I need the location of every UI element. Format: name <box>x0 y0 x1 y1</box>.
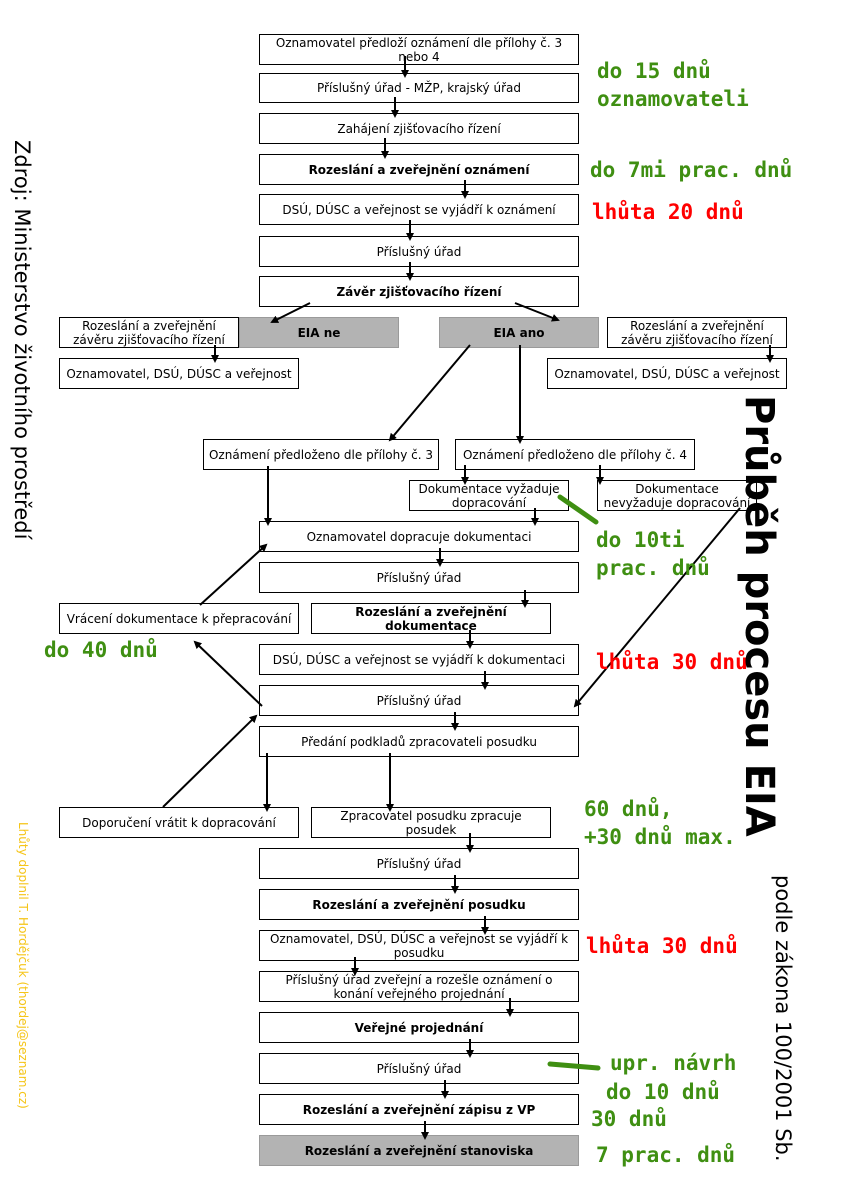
step-authority-2: Příslušný úřad <box>259 236 579 267</box>
left-notify-parties: Oznamovatel, DSÚ, DÚSC a veřejnost <box>59 358 299 389</box>
left-publish-conclusion: Rozeslání a zveřejnění závěru zjišťovací… <box>59 317 239 348</box>
publish-review: Rozeslání a zveřejnění posudku <box>259 889 579 920</box>
return-doc-for-rework: Vrácení dokumentace k přepracování <box>59 603 299 634</box>
comment-documentation: DSÚ, DÚSC a veřejnost se vyjádří k dokum… <box>259 644 579 675</box>
deadline-30-days-doc: lhůta 30 dnů <box>596 650 748 674</box>
deadline-draft-10-days: do 10 dnů <box>606 1080 720 1104</box>
comment-review: Oznamovatel, DSÚ, DÚSC a veřejnost se vy… <box>259 930 579 961</box>
annex3-submitted: Oznámení předloženo dle přílohy č. 3 <box>203 439 439 470</box>
public-hearing: Veřejné projednání <box>259 1012 579 1043</box>
deadline-15-days: do 15 dnů <box>597 59 711 83</box>
step-comment-notification: DSÚ, DÚSC a veřejnost se vyjádří k oznám… <box>259 194 579 225</box>
diagram-title: Průběh procesu EIA <box>736 395 782 837</box>
deadline-draft: upr. návrh <box>610 1051 737 1075</box>
publish-opinion: Rozeslání a zveřejnění stanoviska <box>259 1135 579 1166</box>
deadline-60-days: 60 dnů, <box>584 797 673 821</box>
doc-no-rework: Dokumentace nevyžaduje dopracování <box>597 480 757 511</box>
deadline-10-workdays-a: do 10ti <box>596 528 685 552</box>
step-authority-4: Příslušný úřad <box>259 685 579 716</box>
step-submit-notification: Oznamovatel předloží oznámení dle příloh… <box>259 34 579 65</box>
deadline-10-workdays-b: prac. dnů <box>596 556 710 580</box>
deadline-plus-30-days: +30 dnů max. <box>584 825 736 849</box>
step-authority-3: Příslušný úřad <box>259 562 579 593</box>
credit-label: Lhůty doplnil T. Hordějčuk (thordej@sezn… <box>16 822 30 1109</box>
deadline-15-days-recipient: oznamovateli <box>597 87 749 111</box>
diagram-subtitle: podle zákona 100/2001 Sb. <box>771 875 795 1162</box>
handover-to-evaluator: Předání podkladů zpracovateli posudku <box>259 726 579 757</box>
deadline-20-days: lhůta 20 dnů <box>592 200 744 224</box>
deadline-7-workdays-opinion: 7 prac. dnů <box>596 1143 736 1167</box>
applicant-reworks-doc: Oznamovatel dopracuje dokumentaci <box>259 521 579 552</box>
hearing-notice: Příslušný úřad zveřejní a rozešle oznáme… <box>259 971 579 1002</box>
evaluator-prepares-review: Zpracovatel posudku zpracuje posudek <box>311 807 551 838</box>
recommend-return: Doporučení vrátit k dopracování <box>59 807 299 838</box>
publish-documentation: Rozeslání a zveřejnění dokumentace <box>311 603 551 634</box>
step-competent-authority: Příslušný úřad - MŽP, krajský úřad <box>259 73 579 103</box>
step-authority-5: Příslušný úřad <box>259 848 579 879</box>
step-screening-conclusion: Závěr zjišťovacího řízení <box>259 276 579 307</box>
deadline-30-days-minutes: 30 dnů <box>591 1107 667 1131</box>
publish-hearing-minutes: Rozeslání a zveřejnění zápisu z VP <box>259 1094 579 1125</box>
deadline-40-days: do 40 dnů <box>44 638 158 662</box>
step-publish-notification: Rozeslání a zveřejnění oznámení <box>259 154 579 185</box>
right-publish-conclusion: Rozeslání a zveřejnění závěru zjišťovací… <box>607 317 787 348</box>
annex4-submitted: Oznámení předloženo dle přílohy č. 4 <box>455 439 695 470</box>
eia-no-box: EIA ne <box>239 317 399 348</box>
doc-needs-rework: Dokumentace vyžaduje dopracování <box>409 480 569 511</box>
right-notify-parties: Oznamovatel, DSÚ, DÚSC a veřejnost <box>547 358 787 389</box>
source-label: Zdroj: Ministerstvo životního prostředí <box>10 140 34 540</box>
deadline-7-workdays: do 7mi prac. dnů <box>590 158 793 182</box>
deadline-30-days-review: lhůta 30 dnů <box>586 934 738 958</box>
step-start-screening: Zahájení zjišťovacího řízení <box>259 113 579 144</box>
step-authority-6: Příslušný úřad <box>259 1053 579 1084</box>
